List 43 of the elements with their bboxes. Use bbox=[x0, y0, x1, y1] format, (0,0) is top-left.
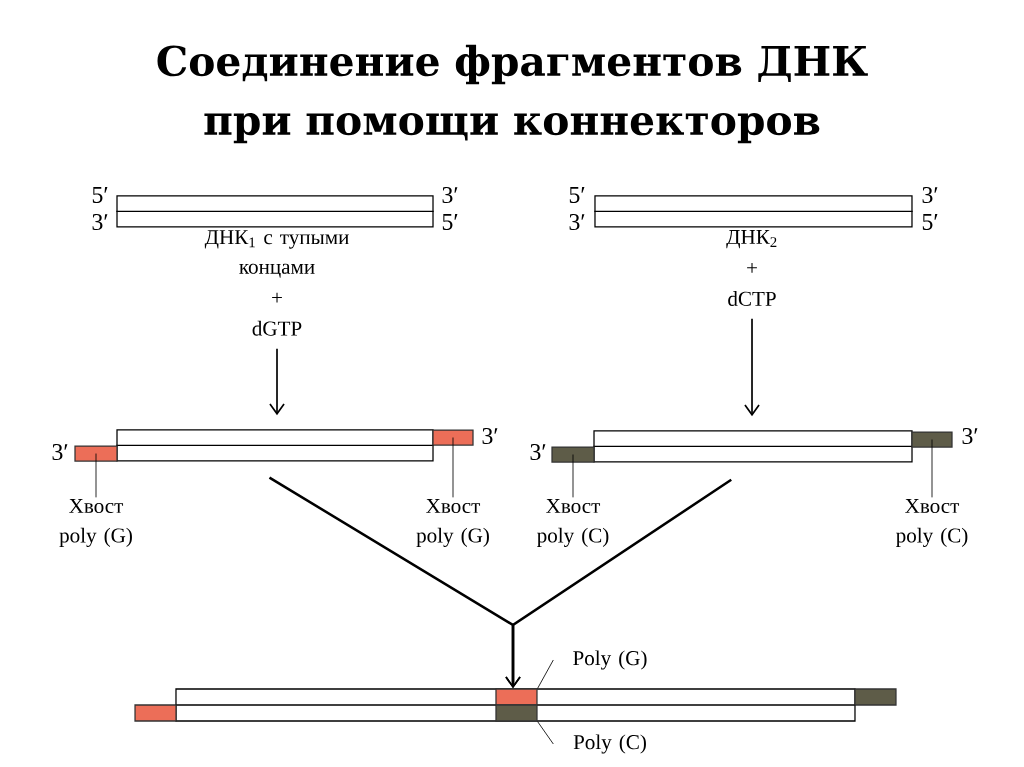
label-text: Хвост poly (G) bbox=[59, 499, 132, 547]
strand-end-label: 3′ bbox=[569, 213, 585, 231]
leader-line bbox=[572, 454, 574, 498]
label-text: ДНК$_{2}$ + dCTP bbox=[726, 230, 777, 306]
dna-duplex bbox=[115, 195, 435, 228]
leader-line bbox=[537, 659, 554, 689]
tail-block bbox=[854, 688, 897, 706]
strand-end-label: 5′ bbox=[92, 187, 108, 203]
label-text: ДНК$_{1}$ с тупыми концами + dGTP bbox=[204, 230, 349, 336]
title: Соединение фрагментов ДНК при помощи коннекторов bbox=[157, 44, 868, 144]
strand-end-label: 3′ bbox=[482, 427, 498, 445]
leader-line bbox=[452, 437, 454, 498]
strand-end-label: 3′ bbox=[442, 186, 458, 204]
label-text: Poly (C) bbox=[573, 734, 646, 754]
label-text: Хвост poly (G) bbox=[416, 499, 489, 547]
dna-duplex bbox=[592, 430, 914, 463]
arrow bbox=[269, 347, 285, 416]
tail-block bbox=[134, 704, 177, 722]
strand-end-label: 5′ bbox=[569, 187, 585, 203]
strand-end-label: 3′ bbox=[922, 186, 938, 204]
label-text: Poly (G) bbox=[573, 650, 647, 670]
tail-block bbox=[911, 431, 953, 448]
strand-end-label: 3′ bbox=[530, 443, 546, 461]
strand-end-label: 5′ bbox=[922, 214, 938, 230]
tail-block bbox=[495, 688, 538, 706]
tail-block bbox=[495, 704, 538, 722]
tail-block bbox=[551, 446, 595, 463]
leader-line bbox=[931, 439, 933, 498]
tail-block bbox=[432, 429, 474, 446]
leader-line bbox=[95, 453, 97, 498]
dna-duplex bbox=[593, 195, 914, 228]
merge-arrow bbox=[505, 478, 732, 689]
label-text: Хвост poly (C) bbox=[896, 499, 968, 547]
label-text: Хвост poly (C) bbox=[537, 499, 609, 547]
strand-end-label: 3′ bbox=[52, 443, 68, 461]
strand-end-label: 3′ bbox=[92, 213, 108, 231]
leader-line bbox=[537, 721, 554, 745]
strand-end-label: 3′ bbox=[962, 427, 978, 445]
strand-end-label: 5′ bbox=[442, 214, 458, 230]
dna-duplex bbox=[115, 429, 435, 462]
arrow bbox=[744, 318, 760, 417]
dna-duplex bbox=[174, 688, 857, 722]
tail-block bbox=[74, 445, 118, 462]
